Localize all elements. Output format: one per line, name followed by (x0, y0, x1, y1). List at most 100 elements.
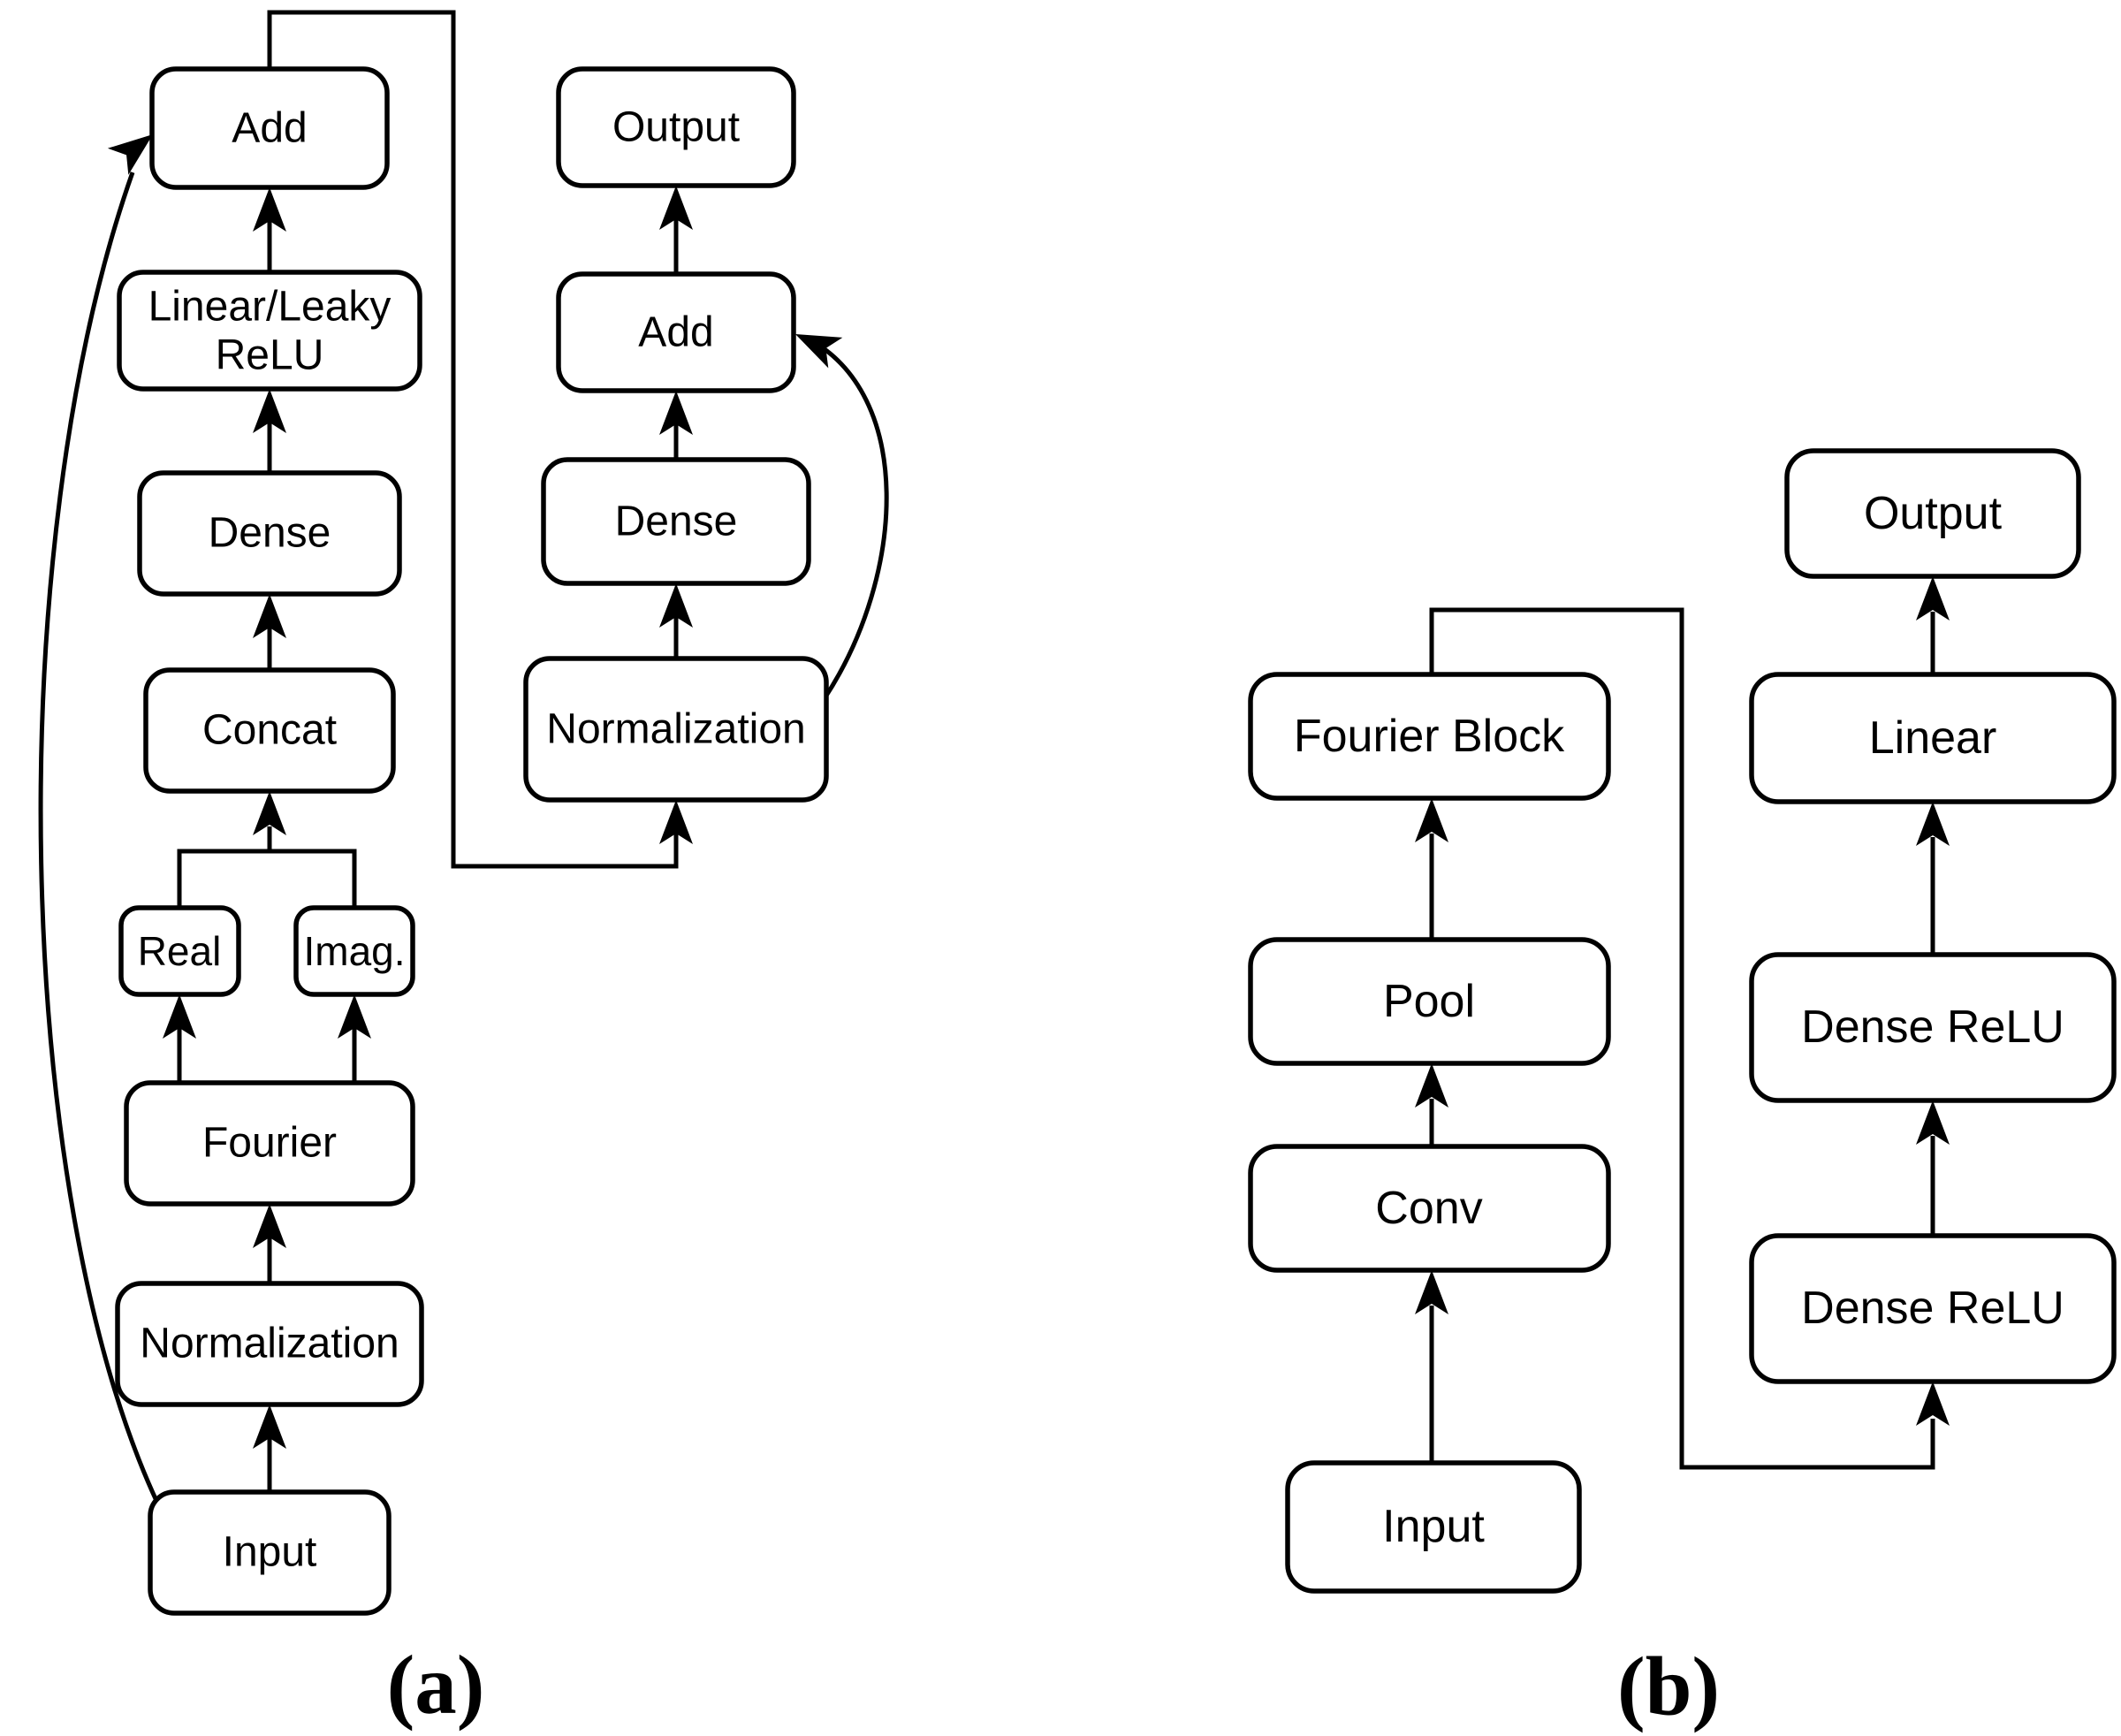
arrowhead (338, 994, 371, 1039)
node-box (1248, 937, 1611, 1066)
node-label: Dense ReLU (1801, 1283, 2064, 1334)
arrow-linear-to-output (1916, 576, 1950, 674)
arrowhead (253, 187, 286, 232)
node-box (115, 1281, 424, 1407)
node-label: Linear (1869, 712, 1997, 764)
node-box (1749, 952, 2117, 1103)
arrowhead (253, 1204, 286, 1248)
node-fourier-block: Fourier Block (1248, 672, 1611, 801)
node-add-res: Add (556, 271, 796, 393)
node-dense-res: Dense (541, 457, 811, 586)
arrow-dense-relu-lower-to-upper (1916, 1100, 1950, 1236)
node-box (137, 470, 402, 597)
node-box (117, 270, 422, 392)
node-label: Output (612, 104, 740, 151)
node-box (1248, 1144, 1611, 1273)
node-conv: Conv (1248, 1144, 1611, 1273)
arrowhead (1916, 802, 1950, 846)
arrowhead (659, 186, 693, 230)
node-input-a: Input (148, 1489, 392, 1616)
arrow-input-to-normalization (253, 1405, 286, 1492)
node-linear: Linear (1749, 672, 2117, 804)
node-linear-leaky-relu: Linear/Leaky ReLU (117, 270, 422, 392)
arrow-add-res-to-output (659, 186, 693, 274)
arrowhead (253, 594, 286, 638)
node-label: Dense ReLU (1801, 1001, 2064, 1053)
node-normalization-main: Normalization (115, 1281, 424, 1407)
arrowhead (1415, 1270, 1448, 1314)
node-label: Concat (202, 707, 337, 754)
node-box (143, 667, 396, 794)
node-label: Output (1864, 488, 2003, 539)
node-box (1784, 448, 2081, 579)
arrow-concat-to-dense (253, 594, 286, 670)
arrowhead-into-add-main (107, 134, 153, 175)
node-label: Fourier Block (1294, 711, 1565, 762)
arrow-pool-to-fourier-block (1415, 798, 1448, 940)
node-box (523, 656, 829, 803)
node-fourier: Fourier (124, 1080, 415, 1207)
node-output-b: Output (1784, 448, 2081, 579)
node-label-line1: Linear/Leaky (148, 284, 392, 331)
arrow-dense-to-linear-leaky-relu (253, 389, 286, 473)
node-real: Real (118, 905, 241, 997)
arrowhead (253, 791, 286, 835)
node-box (1285, 1460, 1582, 1594)
node-box (293, 905, 415, 997)
node-box (124, 1080, 415, 1207)
arrowhead-into-dense-relu-lower (1916, 1382, 1950, 1426)
arrow-normalization-res-to-dense-res (659, 583, 693, 659)
node-dense-relu-lower: Dense ReLU (1749, 1233, 2117, 1384)
node-box (1248, 672, 1611, 801)
node-dense-relu-upper: Dense ReLU (1749, 952, 2117, 1103)
node-label: Normalization (140, 1321, 399, 1367)
arrowhead (253, 389, 286, 433)
node-label: Pool (1383, 976, 1475, 1027)
node-label: Dense (209, 510, 331, 557)
arrow-normalization-to-fourier (253, 1204, 286, 1283)
caption-panel-b: (b) (1617, 1640, 1720, 1733)
arrow-dense-res-to-add-res (659, 391, 693, 460)
node-imag: Imag. (293, 905, 415, 997)
node-input-b: Input (1285, 1460, 1582, 1594)
arrowhead (659, 391, 693, 435)
node-label: Normalization (546, 706, 805, 753)
node-label: Conv (1375, 1183, 1482, 1234)
arrowhead (253, 1405, 286, 1449)
node-box (1749, 672, 2117, 804)
skip-connection-input-to-add-curve (38, 171, 160, 1504)
node-label: Add (232, 105, 307, 152)
arrowhead (1415, 1063, 1448, 1108)
node-box (1749, 1233, 2117, 1384)
panel-b: Fourier Block Pool Conv Input Output Lin… (1248, 448, 2117, 1733)
node-label: Real (138, 928, 222, 974)
arrowhead-into-normalization-res (659, 800, 693, 844)
arrowhead (163, 994, 196, 1039)
arrowhead (1415, 798, 1448, 842)
arrowhead (1916, 1100, 1950, 1145)
node-label: Imag. (303, 928, 405, 974)
node-box (149, 66, 390, 190)
arrow-input-to-conv (1415, 1270, 1448, 1463)
arrowhead (1916, 576, 1950, 621)
arrow-dense-relu-upper-to-linear (1916, 802, 1950, 955)
node-label: Input (223, 1529, 317, 1576)
arrow-fourier-to-imag (338, 994, 371, 1083)
node-normalization-res: Normalization (523, 656, 829, 803)
arrow-linear-leaky-relu-to-add (253, 187, 286, 272)
node-box (556, 66, 796, 188)
arrowhead (659, 583, 693, 628)
node-dense-main: Dense (137, 470, 402, 597)
merge-real-imag-to-concat (177, 791, 357, 908)
connector-add-to-normalization-line (267, 10, 679, 869)
connector-fourier-block-to-dense-relu-line (1429, 607, 1935, 1470)
node-label: Dense (615, 499, 738, 545)
arrow-conv-to-pool (1415, 1063, 1448, 1146)
node-box (148, 1489, 392, 1616)
node-output-a: Output (556, 66, 796, 188)
node-add-main: Add (149, 66, 390, 190)
panel-a: Add Linear/Leaky ReLU Dense Concat Real … (38, 10, 889, 1732)
skip-connection-normalization-to-add-curve (804, 335, 889, 700)
node-box (556, 271, 796, 393)
